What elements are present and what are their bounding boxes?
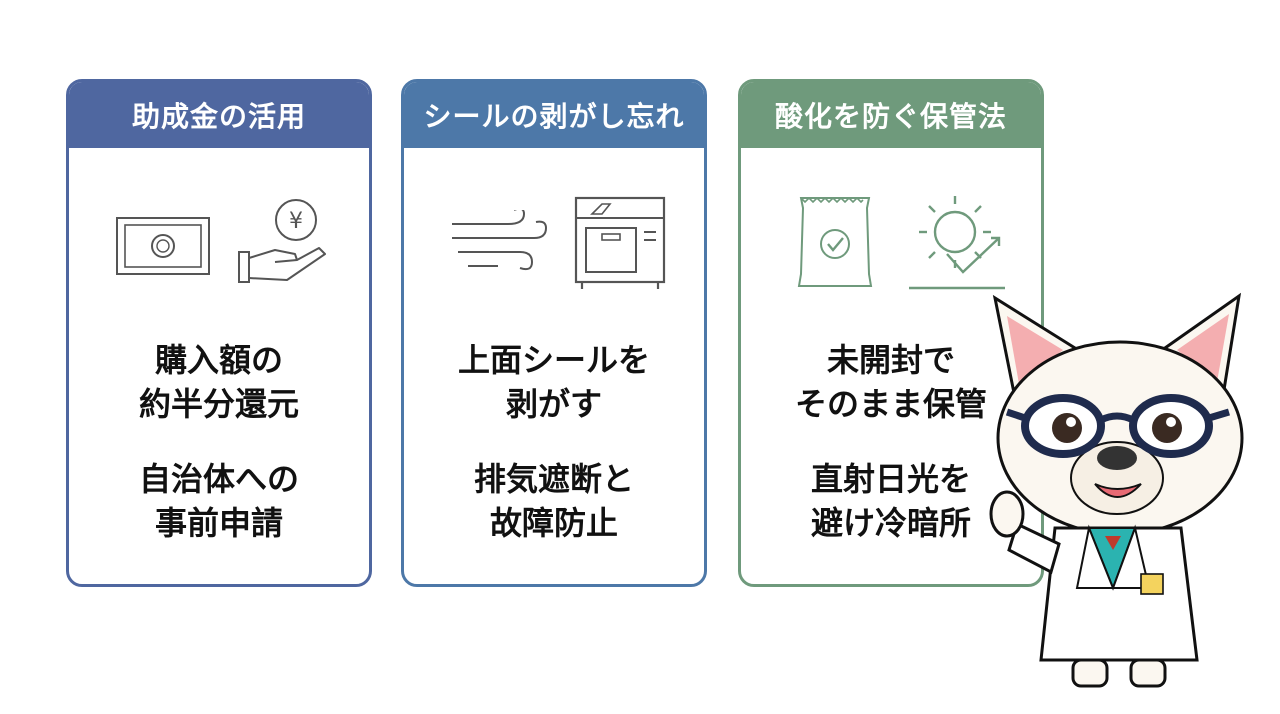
lab-coat: [1039, 526, 1199, 662]
point-primary: 上面シールを 剥がす: [457, 341, 650, 423]
point-primary: 未開封で そのまま保管: [794, 341, 987, 423]
card-storage: 酸化を防ぐ保管法 未開封で そのまま保管 直: [738, 79, 1044, 587]
card-subsidy: 助成金の活用 ¥ 購入額の 約半分還元 自治体への 事前申請: [66, 79, 372, 587]
card-icons: [404, 192, 704, 292]
card-title: 助成金の活用: [69, 82, 369, 148]
card-icons: [741, 192, 1041, 292]
card-title: 酸化を防ぐ保管法: [741, 82, 1041, 148]
wind-icon: [452, 210, 548, 271]
card-icons: ¥: [69, 192, 369, 292]
point-secondary: 直射日光を 避け冷暗所: [810, 460, 971, 542]
point-primary: 購入額の 約半分還元: [138, 341, 299, 423]
point-secondary: 自治体への 事前申請: [138, 460, 299, 542]
sealed-bag-icon: [797, 196, 873, 287]
card-title: シールの剥がし忘れ: [404, 82, 704, 148]
appliance-icon: [574, 196, 666, 289]
bulldog-doctor-mascot: [989, 292, 1244, 688]
point-secondary: 排気遮断と 故障防止: [473, 460, 634, 542]
card-seal: シールの剥がし忘れ 上面シールを 剥がす 排気遮断と 故障防止: [401, 79, 707, 587]
svg-text:¥: ¥: [289, 209, 303, 234]
hand-yen-coin-icon: ¥: [238, 199, 326, 283]
sun-shade-icon: [909, 196, 1005, 290]
banknote-icon: [116, 217, 210, 275]
